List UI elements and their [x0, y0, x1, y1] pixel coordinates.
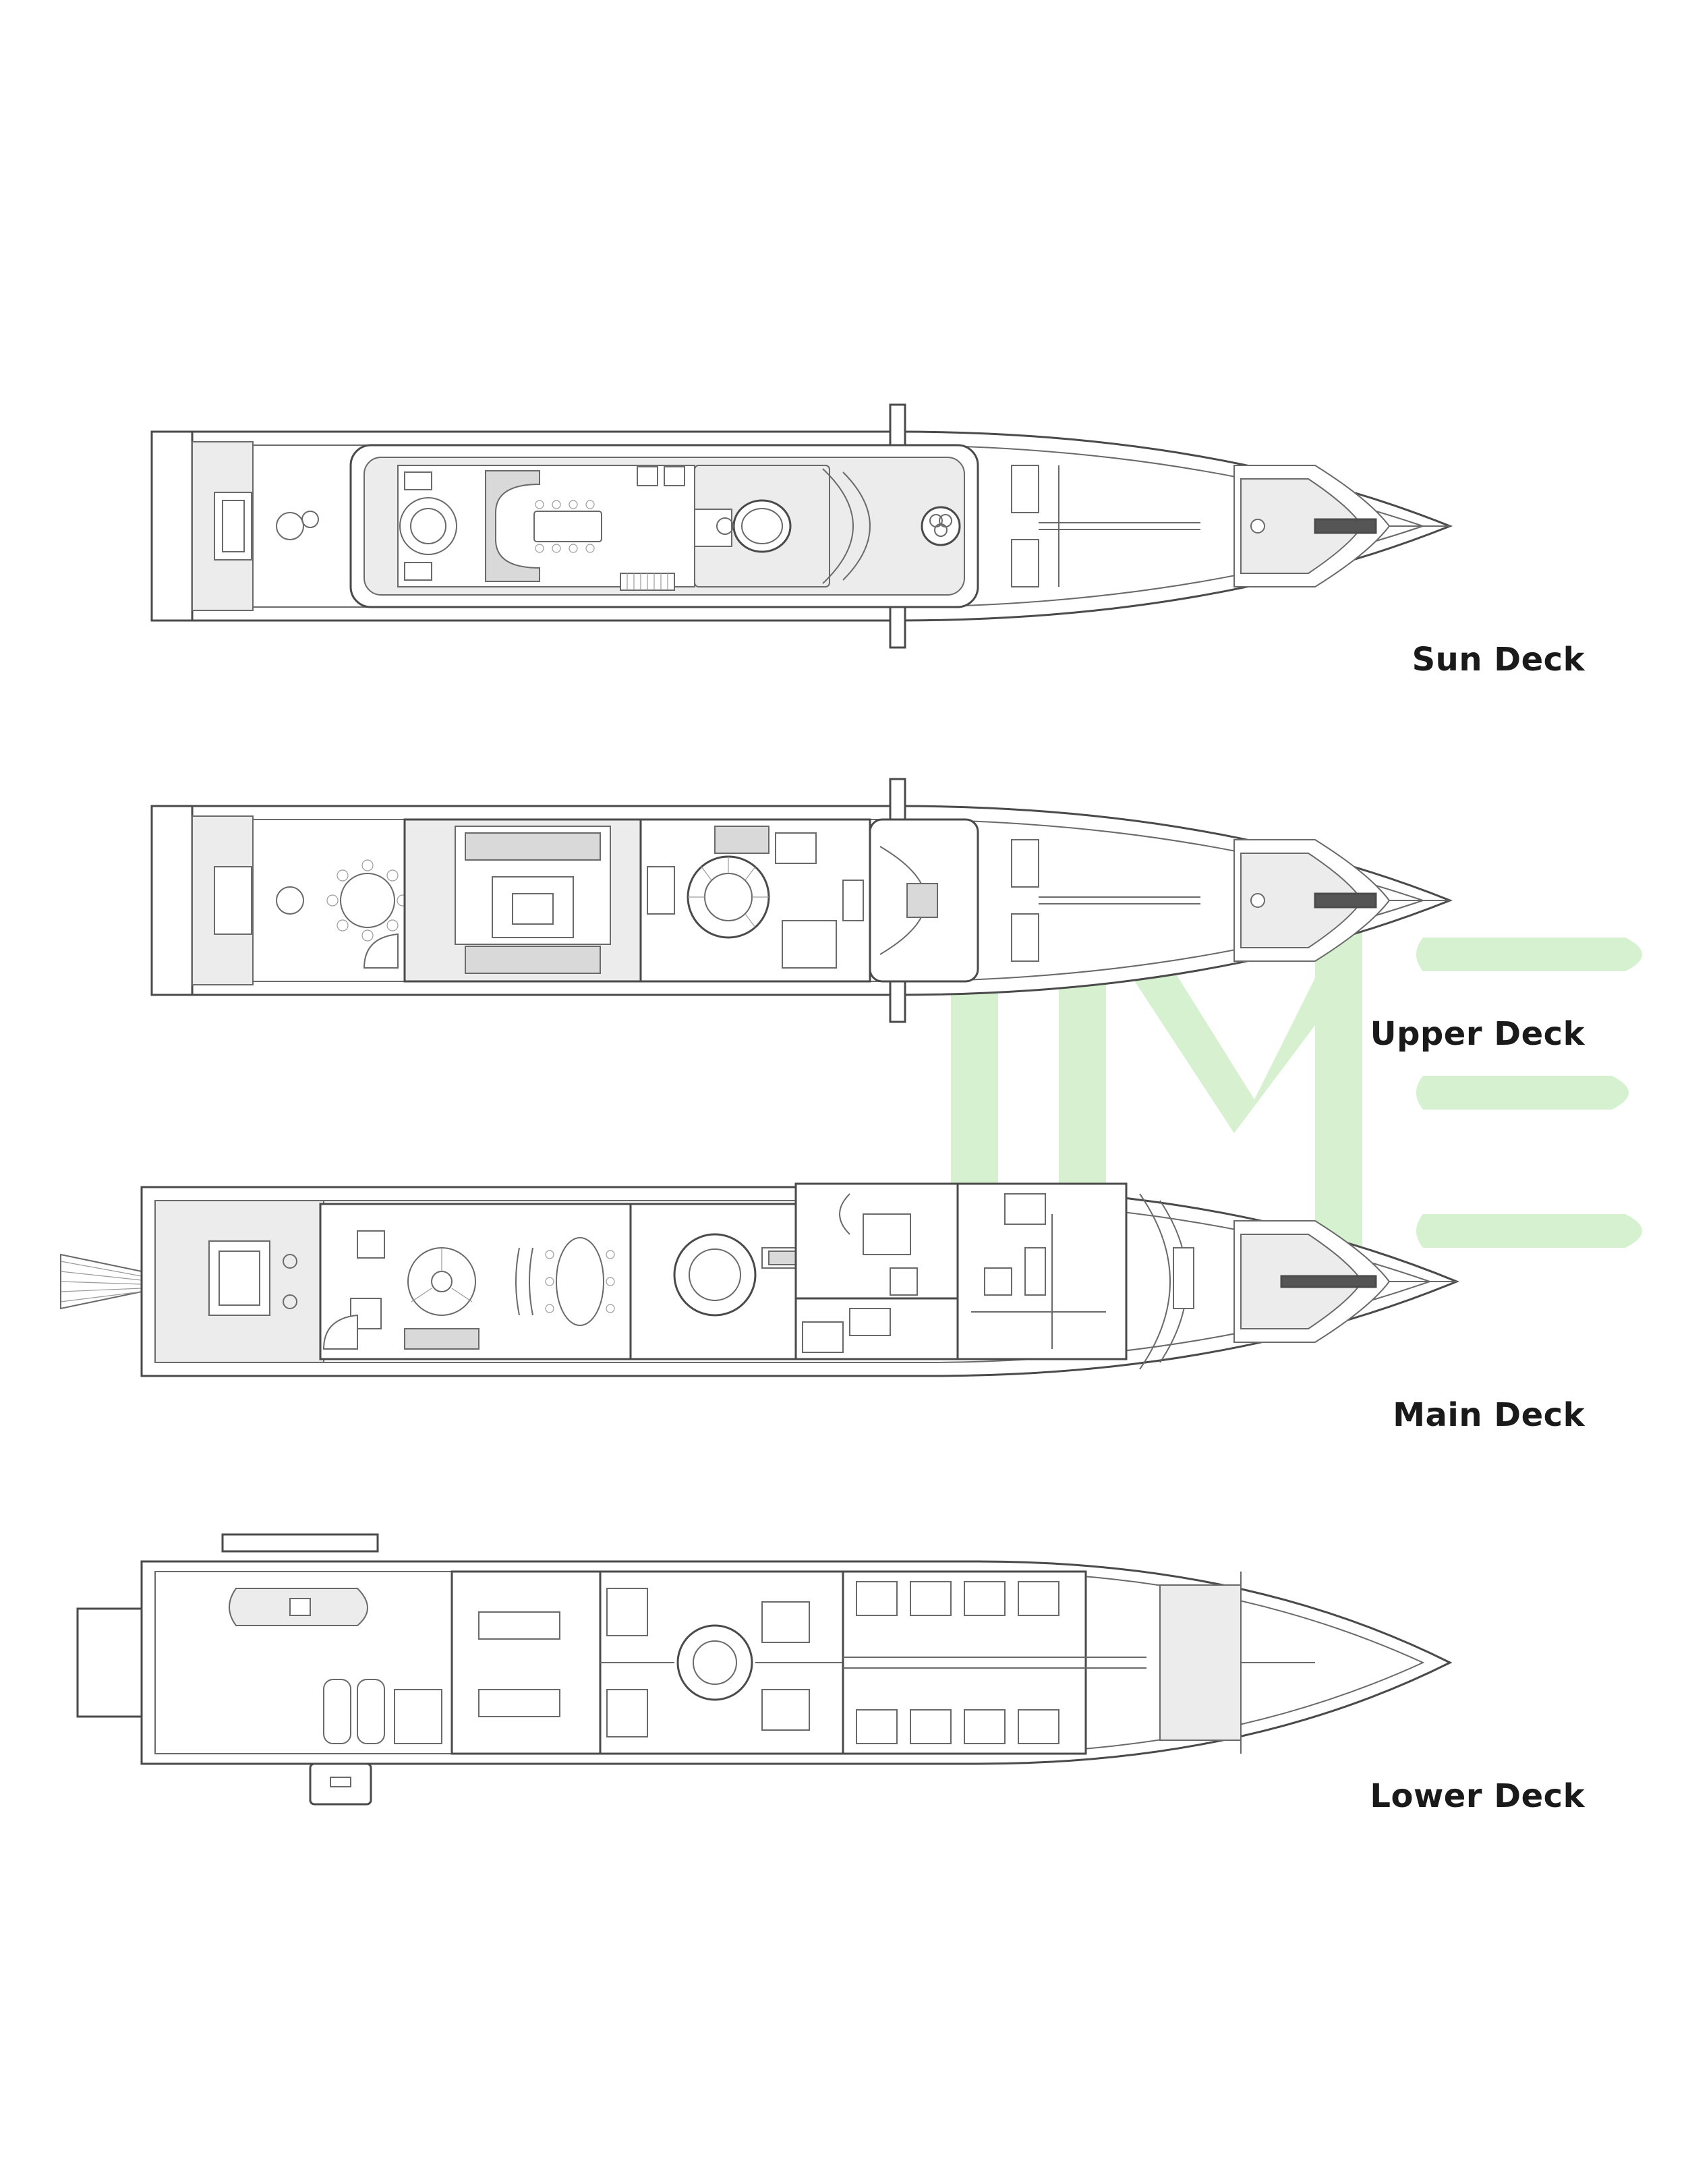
lower-deck-label: Lower Deck [1370, 1777, 1585, 1815]
lower-deck-plan [76, 1533, 1453, 1806]
upper-deck-label: Upper Deck [1370, 1015, 1585, 1053]
lower-deck: Lower Deck [0, 1507, 1686, 1831]
sun-deck-plan [150, 403, 1453, 649]
sun-deck: Sun Deck [0, 391, 1686, 695]
main-deck-plan [60, 1182, 1459, 1377]
upper-deck: Upper Deck [0, 766, 1686, 1069]
sun-deck-label: Sun Deck [1412, 641, 1585, 679]
main-deck-label: Main Deck [1393, 1396, 1585, 1434]
main-deck: Main Deck [0, 1147, 1686, 1450]
upper-deck-plan [150, 778, 1453, 1023]
me-logo-watermark [951, 924, 1642, 1261]
